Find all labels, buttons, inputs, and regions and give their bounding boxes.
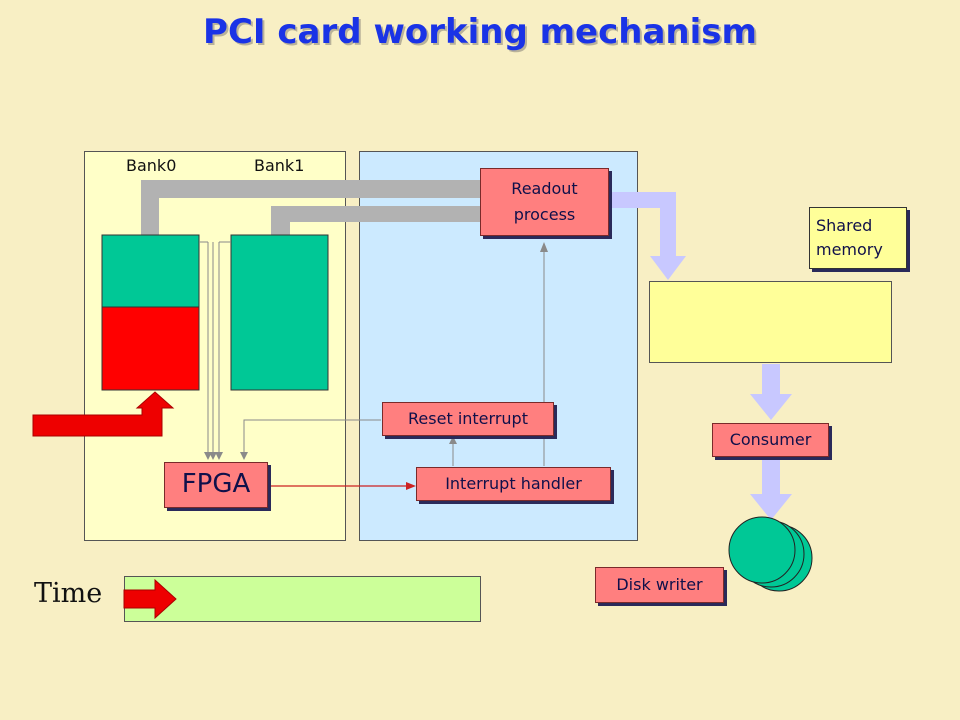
time-label: Time (34, 578, 103, 609)
consumer-to-disk-arrow (750, 460, 792, 520)
page-title: PCI card working mechanism (203, 12, 757, 52)
readout-to-shared-memory-arrow (610, 192, 686, 280)
bank-to-fpga-lines (199, 241, 231, 458)
readout-process-box: Readout process (480, 168, 609, 236)
disk-1 (728, 516, 796, 584)
reset-interrupt-box: Reset interrupt (382, 402, 554, 436)
disk-writer-box: Disk writer (595, 567, 724, 603)
incoming-data-arrow (32, 391, 175, 437)
bank1-bus (271, 206, 484, 236)
shared-memory-label: Shared memory (816, 216, 883, 259)
bank0-bus (141, 180, 484, 236)
disk-writer-label: Disk writer (616, 575, 703, 595)
shared-memory-label-box: Shared memory (809, 207, 907, 269)
consumer-label: Consumer (729, 430, 812, 450)
bank0-filled-portion (101, 306, 200, 391)
readout-process-label: Readout process (511, 179, 578, 224)
interrupt-handler-label: Interrupt handler (445, 474, 582, 494)
reset-to-fpga-line (243, 419, 381, 458)
reset-interrupt-label: Reset interrupt (408, 409, 528, 429)
bank1-memory (230, 234, 329, 391)
bank1-label: Bank1 (254, 156, 305, 175)
fpga-label: FPGA (181, 469, 251, 500)
time-arrow (123, 578, 177, 620)
timeline-bar (124, 576, 481, 622)
shared-memory-block (649, 281, 892, 363)
bank0-label: Bank0 (126, 156, 177, 175)
consumer-box: Consumer (712, 423, 829, 457)
shared-memory-to-consumer-arrow (750, 364, 792, 420)
interrupt-handler-box: Interrupt handler (416, 467, 611, 501)
fpga-box: FPGA (164, 462, 268, 508)
